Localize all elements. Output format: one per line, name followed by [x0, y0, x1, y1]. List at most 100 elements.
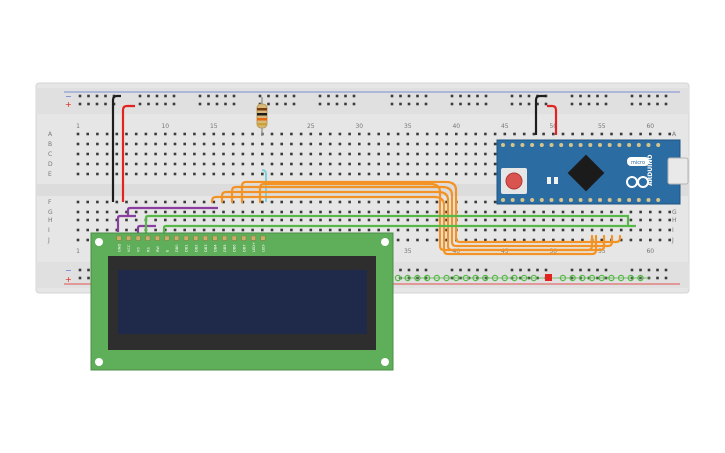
- breadboard-hole: [552, 228, 555, 232]
- breadboard-hole: [658, 210, 662, 214]
- breadboard-hole: [299, 132, 303, 136]
- breadboard-hole: [416, 142, 419, 146]
- breadboard-hole: [125, 132, 128, 136]
- breadboard-hole: [173, 162, 177, 166]
- breadboard-hole: [251, 172, 254, 176]
- breadboard-hole: [202, 152, 206, 156]
- arduino-pin: [530, 198, 535, 202]
- breadboard-hole: [319, 218, 322, 222]
- rail-hole: [510, 102, 514, 106]
- breadboard-hole: [435, 132, 439, 136]
- breadboard-hole: [406, 132, 410, 136]
- breadboard-hole: [474, 228, 477, 232]
- breadboard-hole: [522, 218, 526, 222]
- breadboard-hole: [445, 152, 448, 156]
- breadboard-hole: [231, 200, 235, 204]
- breadboard-hole: [629, 210, 633, 214]
- breadboard-hole: [299, 172, 303, 176]
- rail-hole: [284, 94, 287, 98]
- microcontroller-chip: [567, 154, 605, 192]
- breadboard-hole: [639, 210, 642, 214]
- rail-hole: [544, 268, 548, 272]
- row-letter-right: H: [672, 217, 677, 224]
- breadboard-hole: [435, 142, 439, 146]
- rail-hole: [424, 268, 428, 272]
- lcd-mount-hole-tl: [95, 238, 103, 246]
- lcd-pin: [164, 235, 170, 241]
- wire-orange: [240, 180, 622, 244]
- lcd-pin-label: LED-: [262, 243, 266, 252]
- breadboard-hole: [532, 228, 536, 232]
- breadboard-hole: [513, 210, 516, 214]
- breadboard-hole: [76, 218, 80, 222]
- breadboard-hole: [367, 162, 371, 166]
- breadboard-hole: [435, 172, 439, 176]
- rail-hole: [232, 94, 236, 98]
- breadboard-hole: [328, 228, 332, 232]
- breadboard-hole: [328, 142, 332, 146]
- breadboard-hole: [610, 132, 613, 136]
- rail-hole: [275, 94, 279, 98]
- breadboard-hole: [241, 228, 245, 232]
- breadboard-hole: [503, 210, 507, 214]
- breadboard-hole: [309, 218, 313, 222]
- breadboard-hole: [571, 218, 574, 222]
- reset-button[interactable]: [505, 172, 523, 190]
- rail-hole: [544, 102, 548, 106]
- breadboard-hole: [183, 162, 186, 166]
- breadboard-hole: [144, 152, 148, 156]
- breadboard-hole: [377, 162, 380, 166]
- breadboard-hole: [173, 142, 177, 146]
- breadboard-hole: [222, 228, 225, 232]
- breadboard-hole: [183, 172, 186, 176]
- rail-hole: [527, 94, 531, 98]
- rail-hole: [570, 268, 574, 272]
- breadboard-hole: [319, 228, 322, 232]
- wire-orange: [210, 195, 598, 256]
- breadboard-hole: [309, 200, 313, 204]
- breadboard-hole: [105, 218, 109, 222]
- row-letter-left: A: [48, 131, 53, 138]
- rail-hole: [155, 94, 159, 98]
- breadboard-hole: [629, 228, 633, 232]
- breadboard-hole: [445, 172, 448, 176]
- breadboard-hole: [406, 162, 410, 166]
- rail-hole: [656, 102, 659, 106]
- arduino-pin: [617, 198, 622, 202]
- breadboard-hole: [212, 142, 216, 146]
- breadboard-hole: [639, 218, 642, 222]
- arduino-logo-icon: [626, 176, 649, 188]
- breadboard-hole: [105, 152, 109, 156]
- lcd-pin: [183, 235, 189, 241]
- breadboard-hole: [425, 200, 429, 204]
- breadboard-hole: [270, 210, 274, 214]
- breadboard-hole: [600, 238, 604, 242]
- arduino-pin: [617, 143, 622, 147]
- breadboard-hole: [134, 210, 138, 214]
- breadboard-hole: [367, 218, 371, 222]
- rail-hole: [639, 94, 642, 98]
- breadboard-hole: [202, 210, 206, 214]
- column-number-top: 15: [210, 123, 218, 130]
- breadboard-hole: [358, 152, 361, 156]
- arduino-pin: [539, 198, 544, 202]
- breadboard-hole: [464, 218, 468, 222]
- breadboard-hole: [202, 172, 206, 176]
- breadboard-hole: [261, 210, 264, 214]
- breadboard-hole: [377, 142, 380, 146]
- row-letter-left: J: [47, 237, 50, 244]
- breadboard-hole: [280, 228, 283, 232]
- breadboard-hole: [581, 218, 584, 222]
- lcd-pin: [260, 235, 266, 241]
- breadboard-hole: [96, 172, 99, 176]
- rail-hole: [198, 94, 202, 98]
- breadboard-hole: [532, 132, 536, 136]
- rail-hole: [215, 94, 219, 98]
- breadboard-hole: [416, 200, 419, 204]
- breadboard-hole: [154, 162, 157, 166]
- breadboard-hole: [231, 210, 235, 214]
- breadboard-hole: [396, 200, 400, 204]
- rail-hole: [138, 94, 142, 98]
- breadboard-hole: [348, 172, 351, 176]
